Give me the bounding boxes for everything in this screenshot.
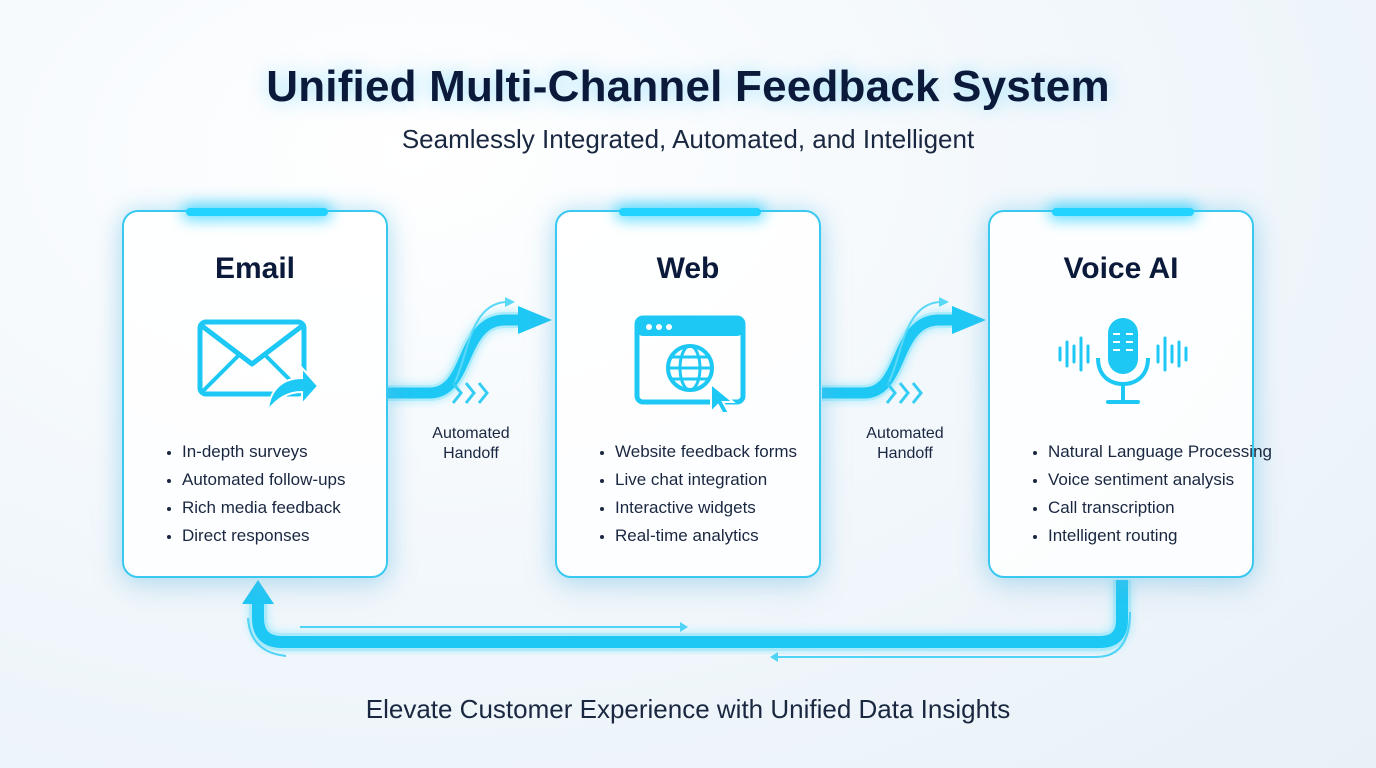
card-top-glow — [619, 208, 761, 216]
handoff-label-1: Automated Handoff — [406, 424, 536, 464]
list-item: Interactive widgets — [615, 494, 797, 522]
voice-feature-list: Natural Language Processing Voice sentim… — [1032, 438, 1272, 550]
card-email: Email In-depth surveys Automated follow-… — [122, 208, 388, 578]
list-item: Intelligent routing — [1048, 522, 1272, 550]
page-title: Unified Multi-Channel Feedback System — [266, 62, 1110, 111]
list-item: Live chat integration — [615, 466, 797, 494]
list-item: Automated follow-ups — [182, 466, 345, 494]
microphone-waveform-icon — [1058, 318, 1188, 404]
email-feature-list: In-depth surveys Automated follow-ups Ri… — [166, 438, 345, 550]
footer-tagline: Elevate Customer Experience with Unified… — [365, 694, 1011, 724]
card-top-glow — [1052, 208, 1194, 216]
page-subtitle: Seamlessly Integrated, Automated, and In… — [401, 124, 975, 154]
card-voice-ai: Voice AI Natural Language Processin — [988, 208, 1272, 578]
handoff-line: Automated — [866, 425, 944, 442]
handoff-line: Handoff — [877, 445, 933, 462]
handoff-line: Automated — [432, 425, 510, 442]
list-item: Voice sentiment analysis — [1048, 466, 1272, 494]
browser-globe-icon — [634, 315, 746, 412]
web-feature-list: Website feedback forms Live chat integra… — [599, 438, 797, 550]
handoff-label-2: Automated Handoff — [840, 424, 970, 464]
card-title: Voice AI — [1063, 252, 1179, 285]
list-item: Direct responses — [182, 522, 345, 550]
card-title: Email — [214, 252, 296, 285]
list-item: Rich media feedback — [182, 494, 345, 522]
arrow-web-to-voice — [822, 297, 986, 404]
loop-back-arrow — [242, 580, 1131, 662]
arrow-email-to-web — [388, 297, 552, 404]
card-title: Web — [656, 252, 720, 285]
card-web: Web Website feedback forms Live chat int… — [555, 208, 821, 578]
list-item: Call transcription — [1048, 494, 1272, 522]
list-item: Real-time analytics — [615, 522, 797, 550]
list-item: Website feedback forms — [615, 438, 797, 466]
handoff-line: Handoff — [443, 445, 499, 462]
email-forward-icon — [197, 319, 320, 412]
list-item: In-depth surveys — [182, 438, 345, 466]
card-top-glow — [186, 208, 328, 216]
list-item: Natural Language Processing — [1048, 438, 1272, 466]
